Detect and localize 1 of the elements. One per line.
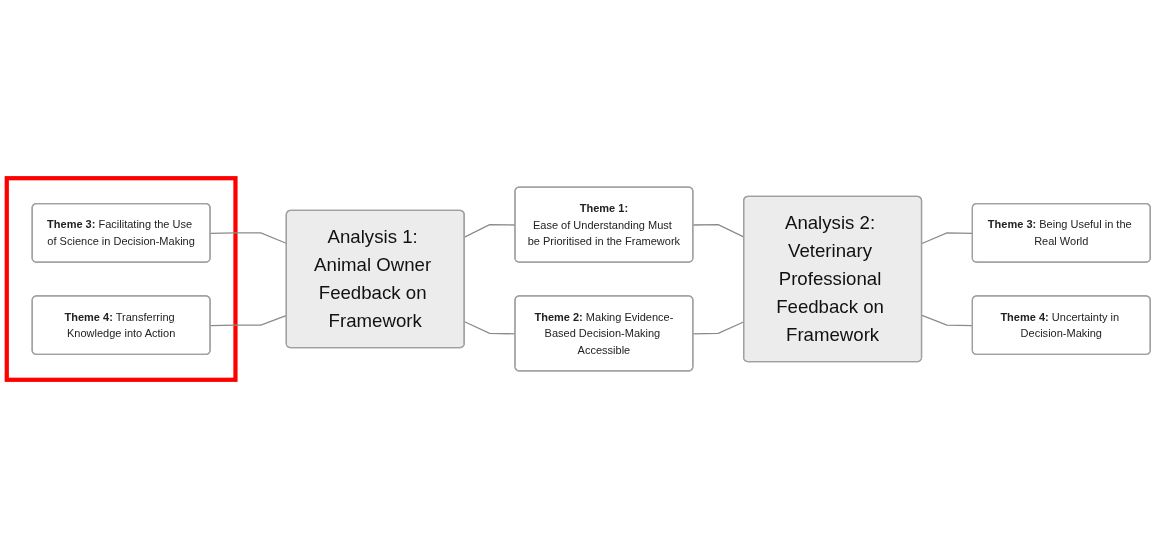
cluster [4, 176, 238, 382]
